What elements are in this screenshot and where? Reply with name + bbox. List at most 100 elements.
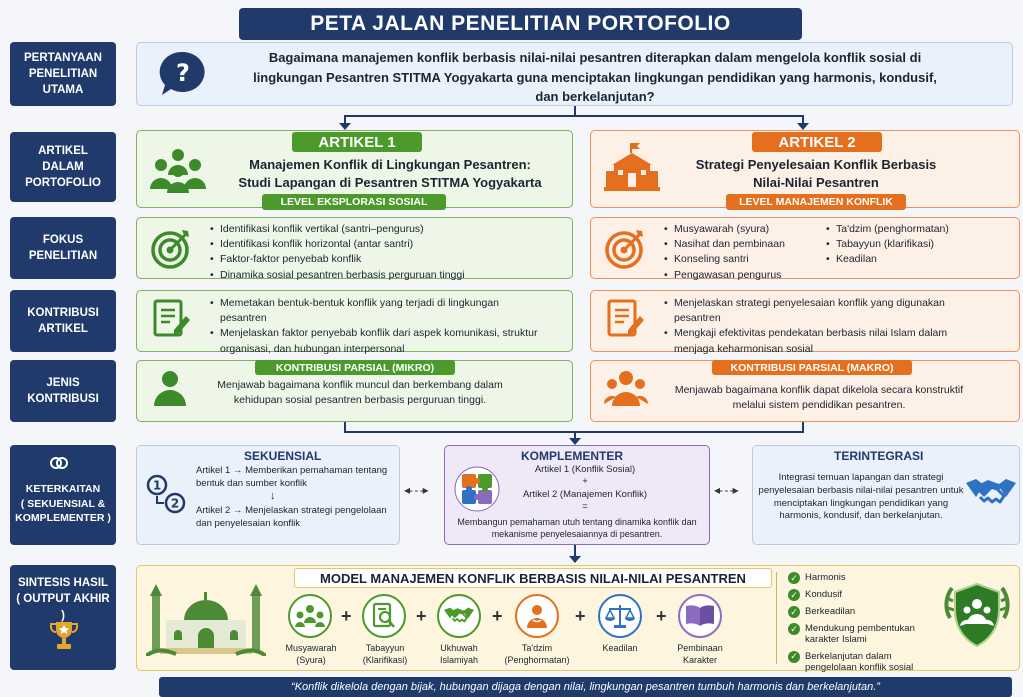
sequential-step-1: Artikel 1 → Memberikan pemahaman tentang…	[196, 465, 396, 491]
divider	[776, 572, 777, 664]
synthesis-item-label: Ta'dzim (Penghormatan)	[504, 643, 570, 665]
article2-contribution-list: Menjelaskan strategi penyelesaian konfli…	[664, 296, 964, 357]
list-item: Pengawasan pengurus	[664, 268, 814, 283]
outcome-text: Harmonis	[805, 572, 846, 583]
outcome-item: ✓ Harmonis	[788, 572, 938, 584]
outcome-item: ✓ Berkelanjutan dalam pengelolaan konflik…	[788, 650, 938, 674]
complementary-line-1: Artikel 1 (Konflik Sosial)	[534, 464, 636, 475]
integrated-title: TERINTEGRASI	[834, 449, 924, 463]
trophy-icon	[50, 620, 78, 657]
list-item: Menjelaskan faktor penyebab konflik dari…	[210, 326, 560, 356]
bidirectional-arrow-icon: ◂- - -▸	[714, 483, 739, 497]
synthesis-item-label: Pembinaan Karakter	[677, 643, 723, 665]
sequential-step-2-text: Menjelaskan strategi pengelolaan dan pen…	[196, 505, 387, 529]
check-icon: ✓	[788, 572, 800, 584]
outcome-item: ✓Mendukung pembentukan karakter Islami	[788, 623, 938, 646]
target-icon	[604, 228, 646, 275]
article1-type-tag: KONTRIBUSI PARSIAL (MIKRO)	[255, 360, 455, 375]
bidirectional-arrow-icon: ◂- - -▸	[404, 483, 429, 497]
list-item: Ta'dzim (penghormatan)	[826, 222, 976, 237]
plus-sign: +	[656, 606, 667, 626]
connector	[344, 115, 346, 125]
svg-text:1: 1	[153, 479, 161, 493]
equals-sign: =	[582, 501, 588, 513]
connector	[802, 422, 804, 432]
integrated-text: Integrasi temuan lapangan dan strategi p…	[758, 472, 964, 522]
list-item: Mengkaji efektivitas pendekatan berbasis…	[664, 326, 964, 356]
arrow-right-icon: →	[232, 505, 246, 516]
question-icon: ?	[158, 50, 208, 103]
sequential-title: SEKUENSIAL	[244, 449, 322, 463]
list-item: Konseling santri	[664, 252, 814, 267]
svg-text:2: 2	[171, 497, 179, 511]
arrow-down-icon: ↓	[270, 490, 276, 502]
complementary-title: KOMPLEMENTER	[521, 449, 623, 463]
row-label-focus: FOKUS PENELITIAN	[10, 217, 116, 279]
page-title: PETA JALAN PENELITIAN PORTOFOLIO	[239, 8, 802, 40]
outcome-item: ✓Berkeadilan	[788, 606, 938, 618]
person-icon	[150, 368, 190, 413]
list-item: Faktor-faktor penyebab konflik	[210, 252, 560, 267]
connector	[574, 431, 576, 439]
article1-focus-list: Identifikasi konflik vertikal (santri–pe…	[210, 222, 560, 283]
row-label-synthesis: SINTESIS HASIL ( OUTPUT AKHIR )	[10, 565, 116, 670]
arrow-head	[569, 438, 581, 445]
article1-level: LEVEL EKSPLORASI SOSIAL	[262, 194, 446, 210]
complementary-formula: Artikel 1 (Konflik Sosial) + Artikel 2 (…	[500, 464, 670, 513]
sequential-step-1-label: Artikel 1	[196, 465, 231, 476]
complementary-result: Membangun pemahaman utuh tentang dinamik…	[457, 517, 697, 539]
list-item: Menjelaskan strategi penyelesaian konfli…	[664, 296, 954, 326]
check-icon: ✓	[788, 606, 800, 618]
list-item: Keadilan	[826, 252, 976, 267]
list-item: Dinamika sosial pesantren berbasis pergu…	[210, 268, 560, 283]
article2-title: Strategi Penyelesaian Konflik Berbasis N…	[695, 157, 937, 191]
puzzle-icon	[454, 466, 500, 517]
link-icon	[48, 454, 70, 477]
outcome-item: ✓ Kondusif	[788, 589, 938, 601]
mosque-icon	[144, 580, 268, 661]
arrow-right-icon: →	[232, 465, 246, 476]
arrow-head	[339, 123, 351, 130]
synthesis-item-label: Keadilan	[602, 643, 638, 653]
arrow-head	[569, 556, 581, 563]
outcome-text: Berkelanjutan dalam pengelolaan konflik …	[805, 650, 914, 674]
outcome-text: Kondusif	[805, 589, 842, 600]
svg-text:?: ?	[176, 59, 190, 87]
scale-justice-icon	[598, 594, 642, 638]
connector	[574, 545, 576, 557]
quote-banner: “Konflik dikelola dengan bijak, hubungan…	[159, 677, 1012, 697]
list-item: Identifikasi konflik vertikal (santri–pe…	[210, 222, 560, 237]
synthesis-item-label: Musyawarah (Syura)	[285, 643, 337, 665]
check-icon: ✓	[788, 650, 800, 663]
list-item: Tabayyun (klarifikasi)	[826, 237, 976, 252]
connector	[344, 115, 803, 117]
target-icon	[150, 228, 192, 275]
plus-sign: +	[582, 476, 588, 488]
connector	[574, 106, 576, 116]
tadzim-icon	[515, 594, 559, 638]
question-box	[136, 42, 1013, 106]
check-icon: ✓	[788, 589, 800, 601]
list-item: Identifikasi konflik horizontal (antar s…	[210, 237, 560, 252]
document-edit-icon	[152, 298, 192, 345]
synthesis-title: MODEL MANAJEMEN KONFLIK BERBASIS NILAI-N…	[294, 568, 772, 588]
article1-title: Manajemen Konflik di Lingkungan Pesantre…	[238, 157, 542, 191]
shield-community-icon	[942, 578, 1012, 663]
complementary-line-2: Artikel 2 (Manajemen Konflik)	[522, 488, 648, 500]
connector	[344, 422, 346, 432]
row-label-link: KETERKAITAN ( SEKUENSIAL & KOMPLEMENTER …	[10, 445, 116, 545]
article2-tag: ARTIKEL 2	[752, 132, 882, 152]
row-label-question: PERTANYAAN PENELITIAN UTAMA	[10, 42, 116, 106]
plus-sign: +	[575, 606, 586, 626]
article1-type-text: Menjawab bagaimana konflik muncul dan be…	[217, 379, 503, 406]
row-label-contribution: KONTRIBUSI ARTIKEL	[10, 290, 116, 352]
sequential-step-2-label: Artikel 2	[196, 505, 231, 516]
list-item: Musyawarah (syura)	[664, 222, 814, 237]
article2-level: LEVEL MANAJEMEN KONFLIK	[726, 194, 906, 210]
article2-type-text: Menjawab bagaimana konflik dapat dikelol…	[674, 384, 964, 411]
list-item: Memetakan bentuk-bentuk konflik yang ter…	[210, 296, 520, 326]
row-label-articles: ARTIKEL DALAM PORTOFOLIO	[10, 132, 116, 202]
musyawarah-icon	[288, 594, 332, 638]
tabayyun-icon	[362, 594, 406, 638]
